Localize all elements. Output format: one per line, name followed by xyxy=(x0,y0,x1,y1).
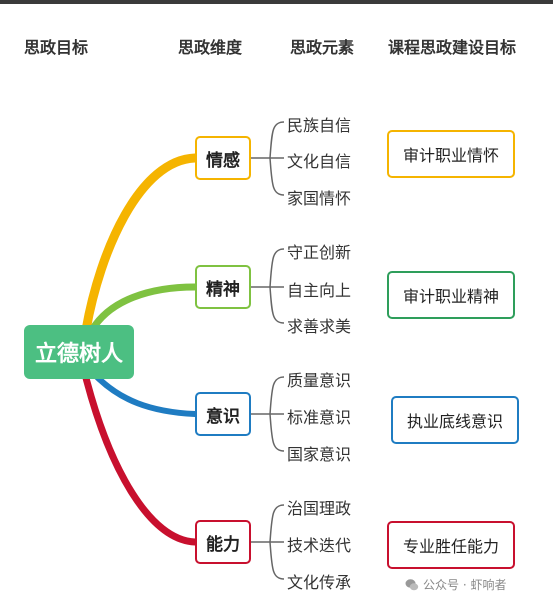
element-item: 自主向上 xyxy=(287,281,352,300)
header-goal: 思政目标 xyxy=(24,38,89,57)
watermark: 公众号 · 虾响者 xyxy=(405,576,506,593)
element-item: 技术迭代 xyxy=(287,536,352,555)
element-item: 文化传承 xyxy=(287,573,352,592)
element-item: 标准意识 xyxy=(287,408,352,427)
element-item: 文化自信 xyxy=(287,152,352,171)
branch-line-spirit xyxy=(88,283,199,334)
element-item: 国家意识 xyxy=(287,445,352,464)
goal-box-ability: 专业胜任能力 xyxy=(387,521,515,569)
root-node: 立德树人 xyxy=(24,325,134,379)
element-item: 求善求美 xyxy=(287,317,352,336)
element-item: 民族自信 xyxy=(287,116,352,135)
dimension-node-awareness: 意识 xyxy=(195,392,251,436)
goal-box-emotion: 审计职业情怀 xyxy=(387,130,515,178)
element-item: 守正创新 xyxy=(287,243,352,262)
branch-line-ability xyxy=(82,374,199,546)
goal-box-spirit: 审计职业精神 xyxy=(387,271,515,319)
branch-line-emotion xyxy=(81,153,200,335)
element-connectors xyxy=(251,121,285,580)
dimension-node-emotion: 情感 xyxy=(195,136,251,180)
branch-line-awareness xyxy=(93,373,198,417)
watermark-text: 公众号 · 虾响者 xyxy=(423,578,507,592)
wechat-icon xyxy=(405,578,419,590)
element-item: 治国理政 xyxy=(287,499,352,518)
dimension-node-ability: 能力 xyxy=(195,520,251,564)
header-element: 思政元素 xyxy=(290,38,355,57)
header-dimension: 思政维度 xyxy=(178,38,243,57)
goal-box-awareness: 执业底线意识 xyxy=(391,396,519,444)
dimension-node-spirit: 精神 xyxy=(195,265,251,309)
top-bar xyxy=(0,0,553,4)
element-item: 家国情怀 xyxy=(287,189,352,208)
element-item: 质量意识 xyxy=(287,371,352,390)
header-course-goal: 课程思政建设目标 xyxy=(388,38,517,57)
